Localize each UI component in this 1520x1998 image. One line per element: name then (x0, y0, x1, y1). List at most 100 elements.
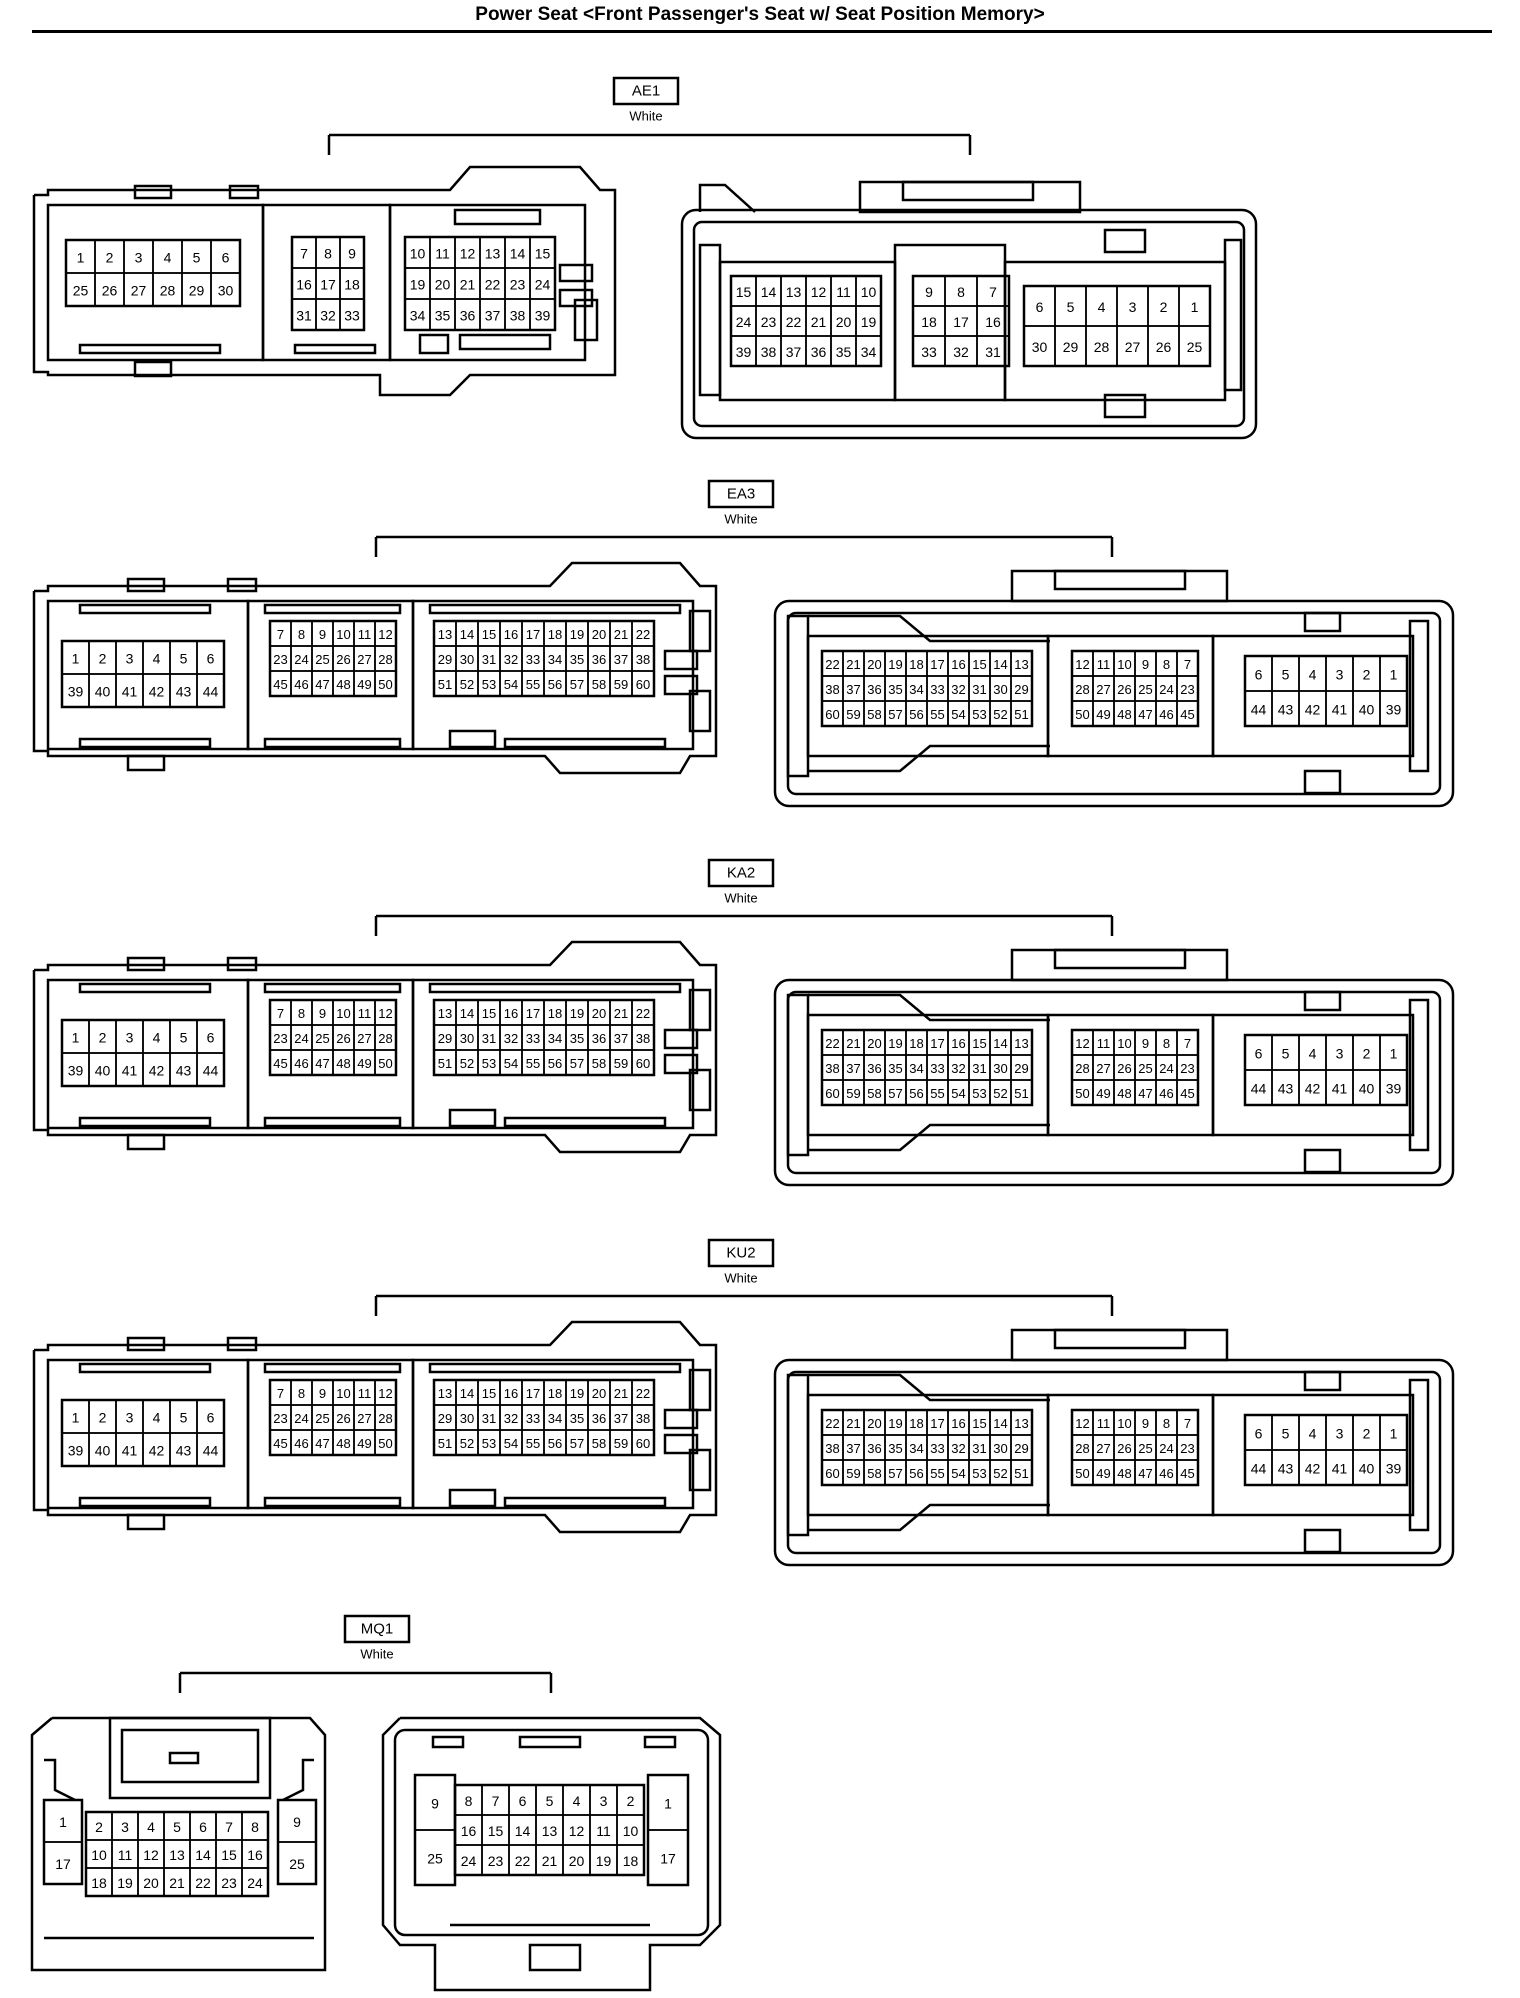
pin-number: 60 (825, 1086, 839, 1101)
female-guide (808, 744, 1050, 773)
pin-number: 15 (482, 627, 496, 642)
pin-number: 45 (273, 1056, 287, 1071)
connector-code: MQ1 (361, 1621, 394, 1638)
pin-number: 11 (1097, 1416, 1111, 1431)
pin-number: 47 (315, 1056, 329, 1071)
pin-number: 9 (1142, 1416, 1149, 1431)
pin-number: 28 (1075, 682, 1089, 697)
latch-tab (133, 184, 173, 200)
pin-number: 46 (1159, 1086, 1173, 1101)
pin-number: 53 (972, 1466, 986, 1481)
pin-number: 21 (169, 1875, 185, 1891)
pin-number: 38 (825, 1061, 839, 1076)
pin-number: 2 (95, 1819, 103, 1835)
pin-number: 27 (1125, 339, 1141, 355)
pin-number: 6 (207, 1410, 215, 1426)
pin-number: 10 (91, 1847, 107, 1863)
pin-number: 12 (1075, 1036, 1089, 1051)
pin-number: 34 (861, 344, 877, 360)
pin-number: 29 (438, 1031, 452, 1046)
pin-number: 47 (1138, 1466, 1152, 1481)
pin-number: 48 (1117, 707, 1131, 722)
rail (78, 737, 212, 749)
latch-tab (226, 1336, 258, 1352)
pin-number: 50 (1075, 707, 1089, 722)
pin-number: 10 (623, 1823, 639, 1839)
pin-number: 24 (461, 1853, 477, 1869)
pin-number: 47 (315, 677, 329, 692)
pin-number: 26 (1117, 1061, 1131, 1076)
pin-number: 21 (614, 1386, 628, 1401)
pin-cell (1010, 1459, 1033, 1486)
pin-number: 30 (993, 1441, 1007, 1456)
pin-number: 52 (993, 707, 1007, 722)
pin-number: 30 (218, 283, 234, 299)
key (418, 333, 450, 355)
key (663, 1028, 699, 1050)
pin-number: 7 (492, 1793, 500, 1809)
title-rule (32, 30, 1492, 33)
male-housing-outline (30, 1716, 327, 1972)
pin-number: 4 (1098, 299, 1106, 315)
male-housing-outline (32, 940, 718, 1154)
pin-number: 47 (315, 1436, 329, 1451)
pin-number: 4 (147, 1819, 155, 1835)
pin-number: 15 (972, 1416, 986, 1431)
pin-number: 40 (95, 1063, 111, 1079)
pin-number: 52 (993, 1466, 1007, 1481)
pin-number: 45 (1180, 1086, 1194, 1101)
pin-number: 54 (504, 677, 518, 692)
pin-number: 29 (189, 283, 205, 299)
pin-number: 42 (1305, 1461, 1321, 1477)
pin-number: 22 (515, 1853, 531, 1869)
pin-number: 10 (1117, 1416, 1131, 1431)
pin-number: 34 (548, 1031, 562, 1046)
pin-cell (1178, 325, 1211, 367)
pin-number: 31 (972, 682, 986, 697)
pin-number: 2 (1363, 1426, 1371, 1442)
female-side-key (786, 1373, 810, 1537)
pin-number: 59 (614, 1056, 628, 1071)
pin-number: 19 (888, 657, 902, 672)
pin-number: 41 (122, 684, 138, 700)
male-inner-frame (411, 1358, 695, 1510)
pin-number: 25 (315, 652, 329, 667)
pin-number: 33 (344, 308, 360, 324)
pin-number: 10 (1117, 1036, 1131, 1051)
pin-number: 30 (460, 1031, 474, 1046)
female-corner (698, 183, 756, 213)
pin-number: 8 (1163, 1036, 1170, 1051)
female-key (1103, 228, 1147, 254)
male-pin-column-right: 925 (276, 1798, 318, 1886)
female-pin-column-right: 117 (646, 1773, 690, 1887)
pin-number: 25 (1187, 339, 1203, 355)
pin-number: 54 (951, 1086, 965, 1101)
pin-number: 5 (1067, 299, 1075, 315)
pin-number: 32 (951, 1441, 965, 1456)
connector-code-box (707, 858, 775, 888)
pin-number: 5 (1282, 667, 1290, 683)
pin-number: 20 (143, 1875, 159, 1891)
pin-number: 24 (1159, 1061, 1173, 1076)
pin-number: 23 (1180, 1061, 1194, 1076)
male-housing-outline (32, 1320, 718, 1534)
female-bottom-latch (528, 1943, 582, 1972)
pin-number: 24 (1159, 682, 1173, 697)
pin-number: 32 (504, 1031, 518, 1046)
key (573, 298, 599, 342)
pin-number: 60 (825, 707, 839, 722)
pin-number: 58 (867, 1086, 881, 1101)
pin-number: 58 (867, 707, 881, 722)
pin-number: 11 (1097, 657, 1111, 672)
pin-number: 2 (1363, 1046, 1371, 1062)
pin-number: 23 (273, 1411, 287, 1426)
pin-number: 35 (570, 652, 584, 667)
pin-number: 43 (176, 1443, 192, 1459)
pin-number: 13 (438, 1006, 452, 1021)
pin-number: 60 (825, 1466, 839, 1481)
pin-number: 60 (636, 1436, 650, 1451)
